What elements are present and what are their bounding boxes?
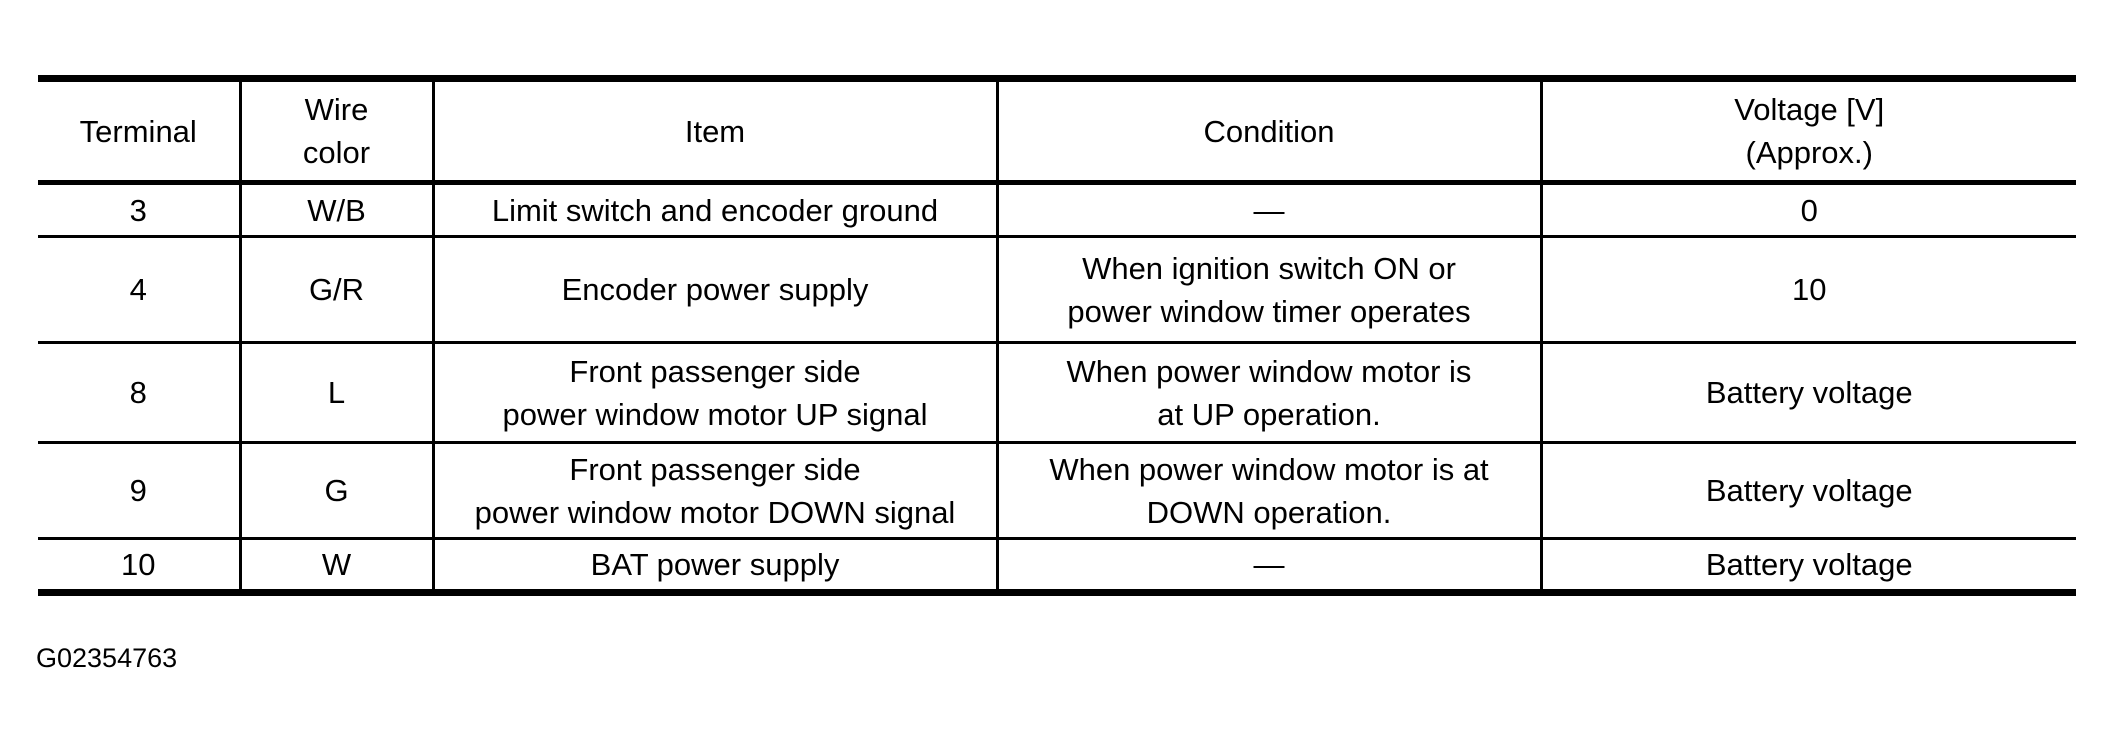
col-header-voltage: Voltage [V] (Approx.)	[1541, 79, 2076, 183]
header-wire-line-2: color	[302, 135, 371, 170]
condition-line-1: When ignition switch ON or	[1082, 250, 1456, 286]
table-row-terminal-4: 4 G/R Encoder power supply When ignition…	[38, 236, 2076, 343]
item-line: BAT power supply	[590, 547, 840, 582]
item-line: Limit switch and encoder ground	[491, 192, 939, 228]
cell-condition: When power window motor is at DOWN opera…	[997, 442, 1543, 539]
condition-line-1: When power window motor is	[1066, 353, 1472, 389]
cell-voltage: Battery voltage	[1705, 473, 1913, 508]
condition-line-2: power window timer operates	[1067, 293, 1471, 329]
col-header-wire-color: Wire color	[240, 78, 435, 183]
col-header-item: Item	[433, 78, 999, 183]
table-row-terminal-3: 3 W/B Limit switch and encoder ground — …	[38, 182, 2076, 237]
header-row: Terminal Wire color Item Condition Volta…	[38, 78, 2076, 183]
cell-condition: —	[997, 538, 1543, 593]
header-wire-line-1: Wire	[304, 92, 369, 127]
cell-terminal: 4	[38, 236, 242, 343]
cell-item: Encoder power supply	[433, 236, 999, 343]
cell-voltage: 0	[1800, 192, 1818, 228]
condition-line-1: When power window motor is at	[1049, 451, 1489, 487]
condition-line-2: at UP operation.	[1157, 396, 1381, 432]
terminal-voltage-table: Terminal Wire color Item Condition Volta…	[38, 75, 2076, 596]
cell-condition: When ignition switch ON or power window …	[997, 236, 1543, 343]
cell-terminal: 8	[38, 342, 242, 443]
cell-terminal: 9	[38, 442, 242, 539]
cell-condition: When power window motor is at UP operati…	[997, 342, 1543, 443]
cell-wire-color: G	[240, 442, 435, 539]
condition-line: —	[1253, 547, 1285, 582]
cell-condition: —	[997, 182, 1543, 237]
col-header-terminal: Terminal	[38, 78, 242, 183]
cell-wire-color: W/B	[240, 182, 435, 237]
item-line-1: Front passenger side	[569, 353, 861, 389]
cell-item: Front passenger side power window motor …	[433, 342, 999, 443]
cell-voltage: Battery voltage	[1705, 547, 1913, 582]
item-line: Encoder power supply	[561, 272, 869, 307]
cell-wire-color: G/R	[240, 236, 435, 343]
condition-line: —	[1253, 192, 1285, 228]
item-line-1: Front passenger side	[569, 451, 861, 487]
item-line-2: power window motor DOWN signal	[474, 494, 956, 530]
cell-voltage: Battery voltage	[1705, 375, 1913, 410]
cell-voltage: 10	[1792, 272, 1827, 307]
cell-wire-color: W	[240, 538, 435, 593]
cell-terminal: 10	[38, 538, 242, 593]
header-voltage-line-1: Voltage [V]	[1734, 92, 1885, 127]
item-line-2: power window motor UP signal	[502, 396, 928, 432]
cell-terminal: 3	[38, 182, 242, 237]
cell-item: Front passenger side power window motor …	[433, 442, 999, 539]
cell-item: BAT power supply	[433, 538, 999, 593]
cell-item: Limit switch and encoder ground	[433, 182, 999, 237]
table-row-terminal-10: 10 W BAT power supply — Battery voltage	[38, 538, 2076, 593]
header-voltage-line-2: (Approx.)	[1745, 135, 1873, 170]
condition-line-2: DOWN operation.	[1146, 494, 1392, 530]
table-row-terminal-8: 8 L Front passenger side power window mo…	[38, 342, 2076, 443]
cell-wire-color: L	[240, 342, 435, 443]
col-header-condition: Condition	[997, 78, 1543, 183]
figure-id: G02354763	[36, 643, 178, 673]
table-row-terminal-9: 9 G Front passenger side power window mo…	[38, 442, 2076, 539]
